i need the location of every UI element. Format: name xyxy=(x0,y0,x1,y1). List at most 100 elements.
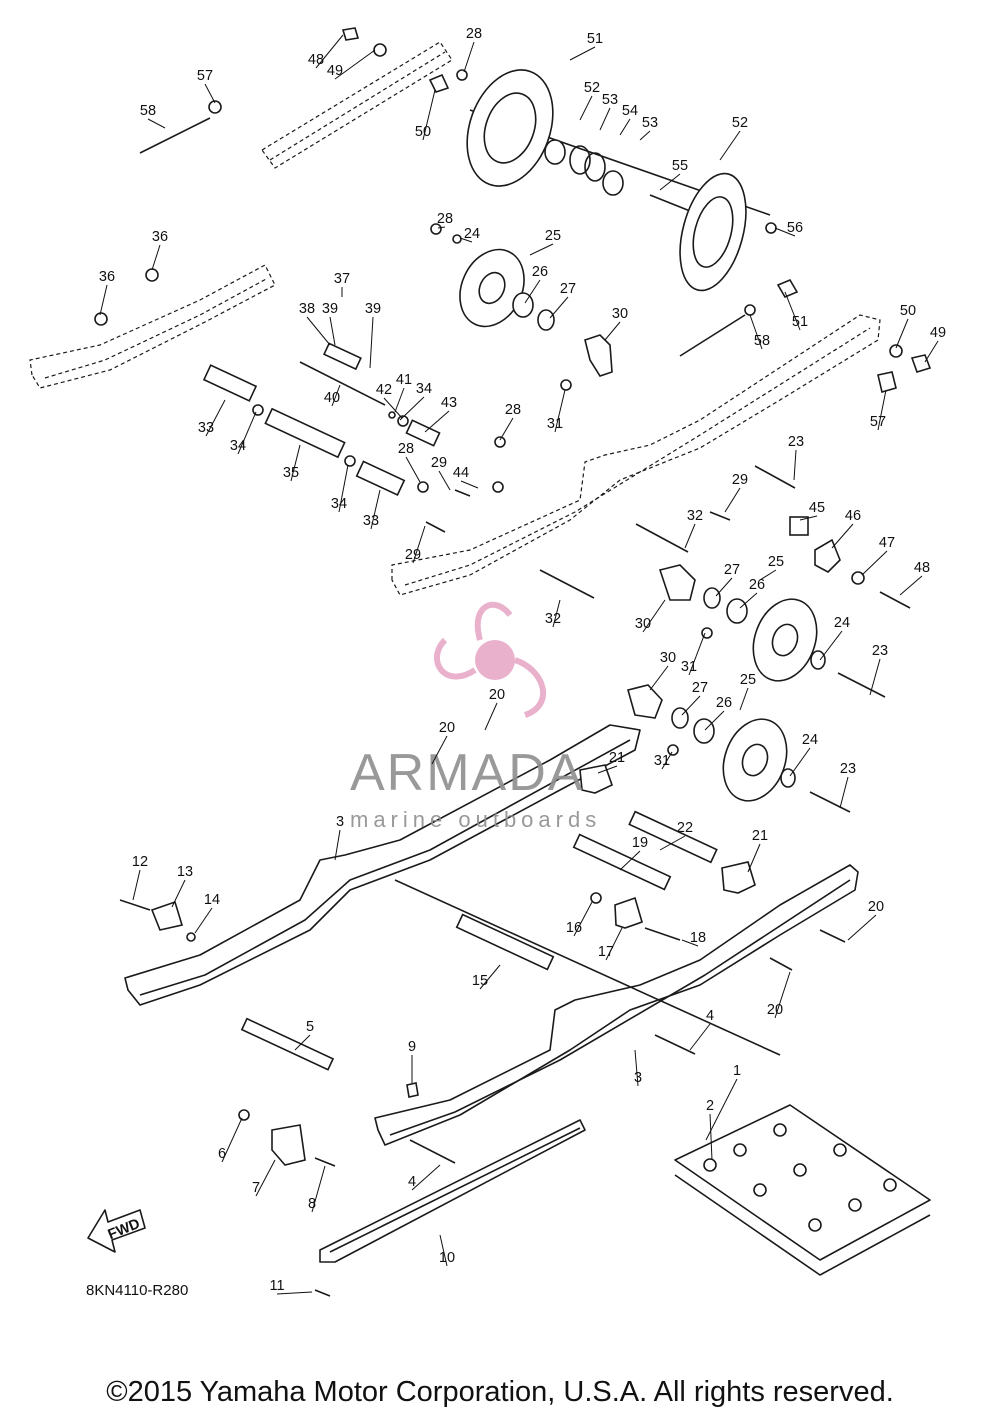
callout-leader xyxy=(774,227,796,237)
callout-number: 36 xyxy=(99,269,115,285)
callout-leader xyxy=(579,95,593,121)
callout-leader xyxy=(424,410,450,433)
callout-50: 50 xyxy=(895,303,916,349)
callout-51: 51 xyxy=(784,291,808,331)
callout-number: 50 xyxy=(415,124,431,140)
callout-number: 23 xyxy=(840,761,856,777)
front-parts xyxy=(119,899,846,1167)
callout-34: 34 xyxy=(331,464,349,513)
callout-49: 49 xyxy=(924,325,946,363)
callout-4: 4 xyxy=(408,1164,441,1191)
callout-31: 31 xyxy=(547,389,566,433)
callout-57: 57 xyxy=(197,68,216,104)
callout-leader xyxy=(237,411,257,455)
callout-20: 20 xyxy=(484,687,505,731)
callout-2: 2 xyxy=(706,1098,714,1161)
callout-46: 46 xyxy=(831,508,861,549)
callout-number: 27 xyxy=(724,562,740,578)
middle-left-rail xyxy=(29,264,276,389)
callout-leader xyxy=(719,130,741,161)
callout-number: 15 xyxy=(472,973,488,989)
callout-37: 37 xyxy=(334,271,350,297)
callout-number: 3 xyxy=(634,1070,642,1086)
frame-cross-shafts xyxy=(455,764,756,971)
callout-22: 22 xyxy=(659,820,693,851)
callout-leader xyxy=(649,665,669,691)
callout-leader xyxy=(394,387,405,413)
callout-leader xyxy=(334,49,376,80)
callout-leader xyxy=(869,658,881,696)
callout-number: 51 xyxy=(587,31,603,47)
callout-number: 28 xyxy=(437,211,453,227)
callout-27: 27 xyxy=(715,562,740,597)
idler-wheel-lower xyxy=(627,684,851,813)
callout-31: 31 xyxy=(654,751,673,770)
callout-3: 3 xyxy=(334,814,344,861)
callout-43: 43 xyxy=(424,395,457,433)
callout-40: 40 xyxy=(324,384,341,407)
cross-shafts xyxy=(94,268,441,497)
callout-number: 17 xyxy=(598,944,614,960)
callout-number: 57 xyxy=(870,414,886,430)
callout-leader xyxy=(789,747,811,777)
callout-34: 34 xyxy=(399,381,432,421)
callout-56: 56 xyxy=(774,220,803,237)
callout-number: 1 xyxy=(733,1063,741,1079)
callout-44: 44 xyxy=(453,465,479,489)
callout-leader xyxy=(924,340,939,363)
callout-leader xyxy=(749,314,763,350)
callout-39: 39 xyxy=(365,301,381,369)
callout-number: 23 xyxy=(788,434,804,450)
callout-leader xyxy=(549,296,569,319)
callout-23: 23 xyxy=(869,643,888,696)
callout-5: 5 xyxy=(294,1019,314,1051)
callout-31: 31 xyxy=(681,632,706,676)
callout-leader xyxy=(604,321,621,341)
callout-number: 25 xyxy=(545,228,561,244)
callout-29: 29 xyxy=(405,525,426,564)
callout-number: 25 xyxy=(768,554,784,570)
callout-leader xyxy=(681,695,701,716)
callout-leader xyxy=(463,41,475,73)
callout-number: 39 xyxy=(322,301,338,317)
callout-number: 55 xyxy=(672,158,688,174)
callout-leader xyxy=(831,523,854,549)
callout-leader xyxy=(759,569,777,581)
callout-41: 41 xyxy=(394,372,412,413)
callout-leader xyxy=(383,397,403,419)
callout-36: 36 xyxy=(151,229,168,271)
callout-number: 2 xyxy=(706,1098,714,1114)
callout-6: 6 xyxy=(218,1117,243,1163)
callout-leader xyxy=(684,523,696,549)
callout-13: 13 xyxy=(171,864,193,908)
callout-number: 25 xyxy=(740,672,756,688)
callout-number: 35 xyxy=(283,465,299,481)
callout-leader xyxy=(331,384,341,407)
callout-28: 28 xyxy=(463,26,482,73)
callout-leader xyxy=(529,243,554,256)
callout-number: 29 xyxy=(431,455,447,471)
callout-32: 32 xyxy=(684,508,703,549)
callout-23: 23 xyxy=(839,761,856,809)
slide-rail-frame xyxy=(124,724,859,1146)
callout-leader xyxy=(659,173,681,191)
callout-leader xyxy=(839,776,849,809)
callout-3: 3 xyxy=(634,1049,642,1087)
callout-leader xyxy=(847,914,877,941)
idler-wheel-middle xyxy=(658,564,886,698)
callout-58: 58 xyxy=(749,314,770,350)
callout-47: 47 xyxy=(861,535,895,576)
callout-leader xyxy=(661,751,673,770)
callout-leader xyxy=(747,843,761,873)
callout-25: 25 xyxy=(739,672,756,711)
callout-number: 26 xyxy=(749,577,765,593)
callout-number: 49 xyxy=(930,325,946,341)
callout-20: 20 xyxy=(767,971,791,1019)
callout-14: 14 xyxy=(194,892,220,934)
callout-30: 30 xyxy=(635,599,666,633)
callout-leader xyxy=(399,396,425,421)
callout-30: 30 xyxy=(649,650,676,691)
callout-leader xyxy=(895,318,909,349)
callout-24: 24 xyxy=(789,732,818,777)
callout-24: 24 xyxy=(819,615,850,661)
